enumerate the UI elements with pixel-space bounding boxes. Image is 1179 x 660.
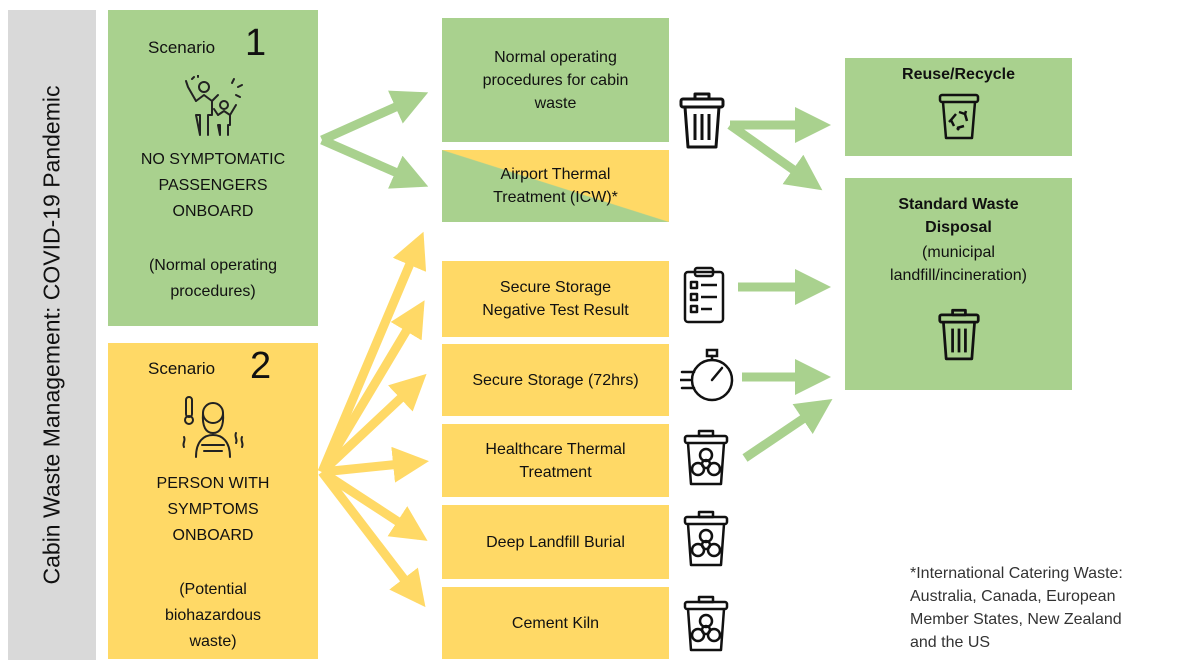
normal-procedures-box: Normal operating procedures for cabin wa… bbox=[442, 18, 669, 142]
sick-person-thermometer-icon bbox=[182, 396, 244, 458]
biohazard-bin-icon bbox=[683, 429, 729, 486]
arrow-healthcare-standard bbox=[742, 398, 833, 462]
standard-disposal-sub: (municipal landfill/incineration) bbox=[845, 241, 1072, 287]
footnote-line-2: Australia, Canada, European bbox=[910, 588, 1116, 605]
storage-neg-line-2: Negative Test Result bbox=[482, 302, 629, 319]
kiln-label: Cement Kiln bbox=[511, 614, 600, 632]
standard-sub-2: landfill/incineration) bbox=[890, 267, 1027, 284]
storage-72-label: Secure Storage (72hrs) bbox=[472, 371, 639, 389]
normal-line-3: waste bbox=[534, 94, 577, 112]
secure-storage-negative-box: Secure Storage Negative Test Result bbox=[442, 261, 669, 337]
footnote: *International Catering Waste: Australia… bbox=[910, 562, 1175, 654]
trash-bin-icon bbox=[938, 308, 980, 361]
scenario-1-note: (Normal operating procedures) bbox=[108, 253, 318, 305]
standard-title-2: Disposal bbox=[925, 219, 992, 236]
footnote-line-3: Member States, New Zealand bbox=[910, 611, 1122, 628]
footnote-line-4: and the US bbox=[910, 634, 991, 651]
reuse-recycle-label: Reuse/Recycle bbox=[902, 66, 1015, 83]
airport-thermal-box: Airport Thermal Treatment (ICW)* bbox=[442, 150, 669, 222]
scenario-2-description: PERSON WITH SYMPTOMS ONBOARD bbox=[108, 471, 318, 549]
scenario-1-number: 1 bbox=[245, 22, 267, 64]
scenario-2-box: Scenario 2 PERSON WITH SYMPTOMS ONBOARD … bbox=[108, 343, 318, 659]
scenario-1-line-1: NO SYMPTOMATIC bbox=[140, 151, 286, 168]
scenario-1-description: NO SYMPTOMATIC PASSENGERS ONBOARD bbox=[108, 147, 318, 225]
standard-disposal-box: Standard Waste Disposal (municipal landf… bbox=[845, 178, 1072, 390]
scenario-2-note: (Potential biohazardous waste) bbox=[108, 577, 318, 655]
sidebar: Cabin Waste Management: COVID-19 Pandemi… bbox=[8, 10, 96, 660]
biohazard-bin-icon bbox=[683, 510, 729, 567]
scenario-1-line-3: ONBOARD bbox=[172, 203, 254, 220]
clipboard-test-icon bbox=[683, 266, 725, 324]
healthcare-line-1: Healthcare Thermal bbox=[485, 440, 626, 458]
landfill-label: Deep Landfill Burial bbox=[486, 533, 625, 551]
airport-line-1: Airport Thermal bbox=[500, 166, 611, 183]
arrow-s2-storage-negative bbox=[318, 300, 425, 475]
arrow-s1-airport bbox=[320, 135, 429, 189]
scenario-2-line-2: SYMPTOMS bbox=[167, 501, 259, 518]
stopwatch-icon bbox=[680, 348, 734, 402]
standard-title-1: Standard Waste bbox=[898, 196, 1019, 213]
scenario-2-number: 2 bbox=[250, 345, 272, 387]
standard-sub-1: (municipal bbox=[922, 244, 995, 261]
scenario-1-note-2: procedures) bbox=[170, 283, 256, 300]
reuse-recycle-box: Reuse/Recycle bbox=[845, 58, 1072, 156]
people-celebrating-icon bbox=[185, 75, 243, 136]
scenario-1-box: Scenario 1 NO SYMPTOMATIC PASSENGERS ONB… bbox=[108, 10, 318, 326]
scenario-2-note-3: waste) bbox=[189, 633, 237, 650]
healthcare-thermal-box: Healthcare Thermal Treatment bbox=[442, 424, 669, 497]
scenario-2-note-1: (Potential bbox=[179, 581, 247, 598]
normal-line-1: Normal operating bbox=[494, 48, 617, 66]
standard-disposal-title: Standard Waste Disposal bbox=[845, 193, 1072, 239]
secure-storage-72-box: Secure Storage (72hrs) bbox=[442, 344, 669, 416]
scenario-2-label: Scenario bbox=[148, 359, 216, 378]
arrow-bin-standard bbox=[727, 121, 823, 191]
arrow-s2-storage-72 bbox=[318, 373, 427, 476]
scenario-1-note-1: (Normal operating bbox=[148, 257, 278, 274]
arrow-s2-landfill bbox=[319, 468, 428, 541]
normal-line-2: procedures for cabin bbox=[482, 71, 629, 89]
scenario-2-line-3: ONBOARD bbox=[172, 527, 254, 544]
airport-line-2: Treatment (ICW)* bbox=[493, 189, 618, 206]
storage-neg-line-1: Secure Storage bbox=[499, 279, 612, 296]
biohazard-bin-icon bbox=[683, 595, 729, 652]
scenario-1-label: Scenario bbox=[148, 38, 216, 57]
scenario-2-line-1: PERSON WITH bbox=[156, 475, 270, 492]
arrow-s2-kiln bbox=[318, 469, 426, 608]
scenario-1-line-2: PASSENGERS bbox=[158, 177, 268, 194]
recycle-bin-icon bbox=[938, 93, 980, 140]
deep-landfill-box: Deep Landfill Burial bbox=[442, 505, 669, 579]
cement-kiln-box: Cement Kiln bbox=[442, 587, 669, 659]
arrow-s1-normal bbox=[320, 90, 429, 145]
trash-bin-icon bbox=[679, 92, 725, 149]
footnote-line-1: *International Catering Waste: bbox=[910, 565, 1123, 582]
healthcare-line-2: Treatment bbox=[519, 463, 592, 481]
scenario-2-note-2: biohazardous bbox=[164, 607, 262, 624]
arrow-s2-healthcare bbox=[321, 446, 429, 483]
arrow-s2-airport bbox=[317, 231, 427, 474]
